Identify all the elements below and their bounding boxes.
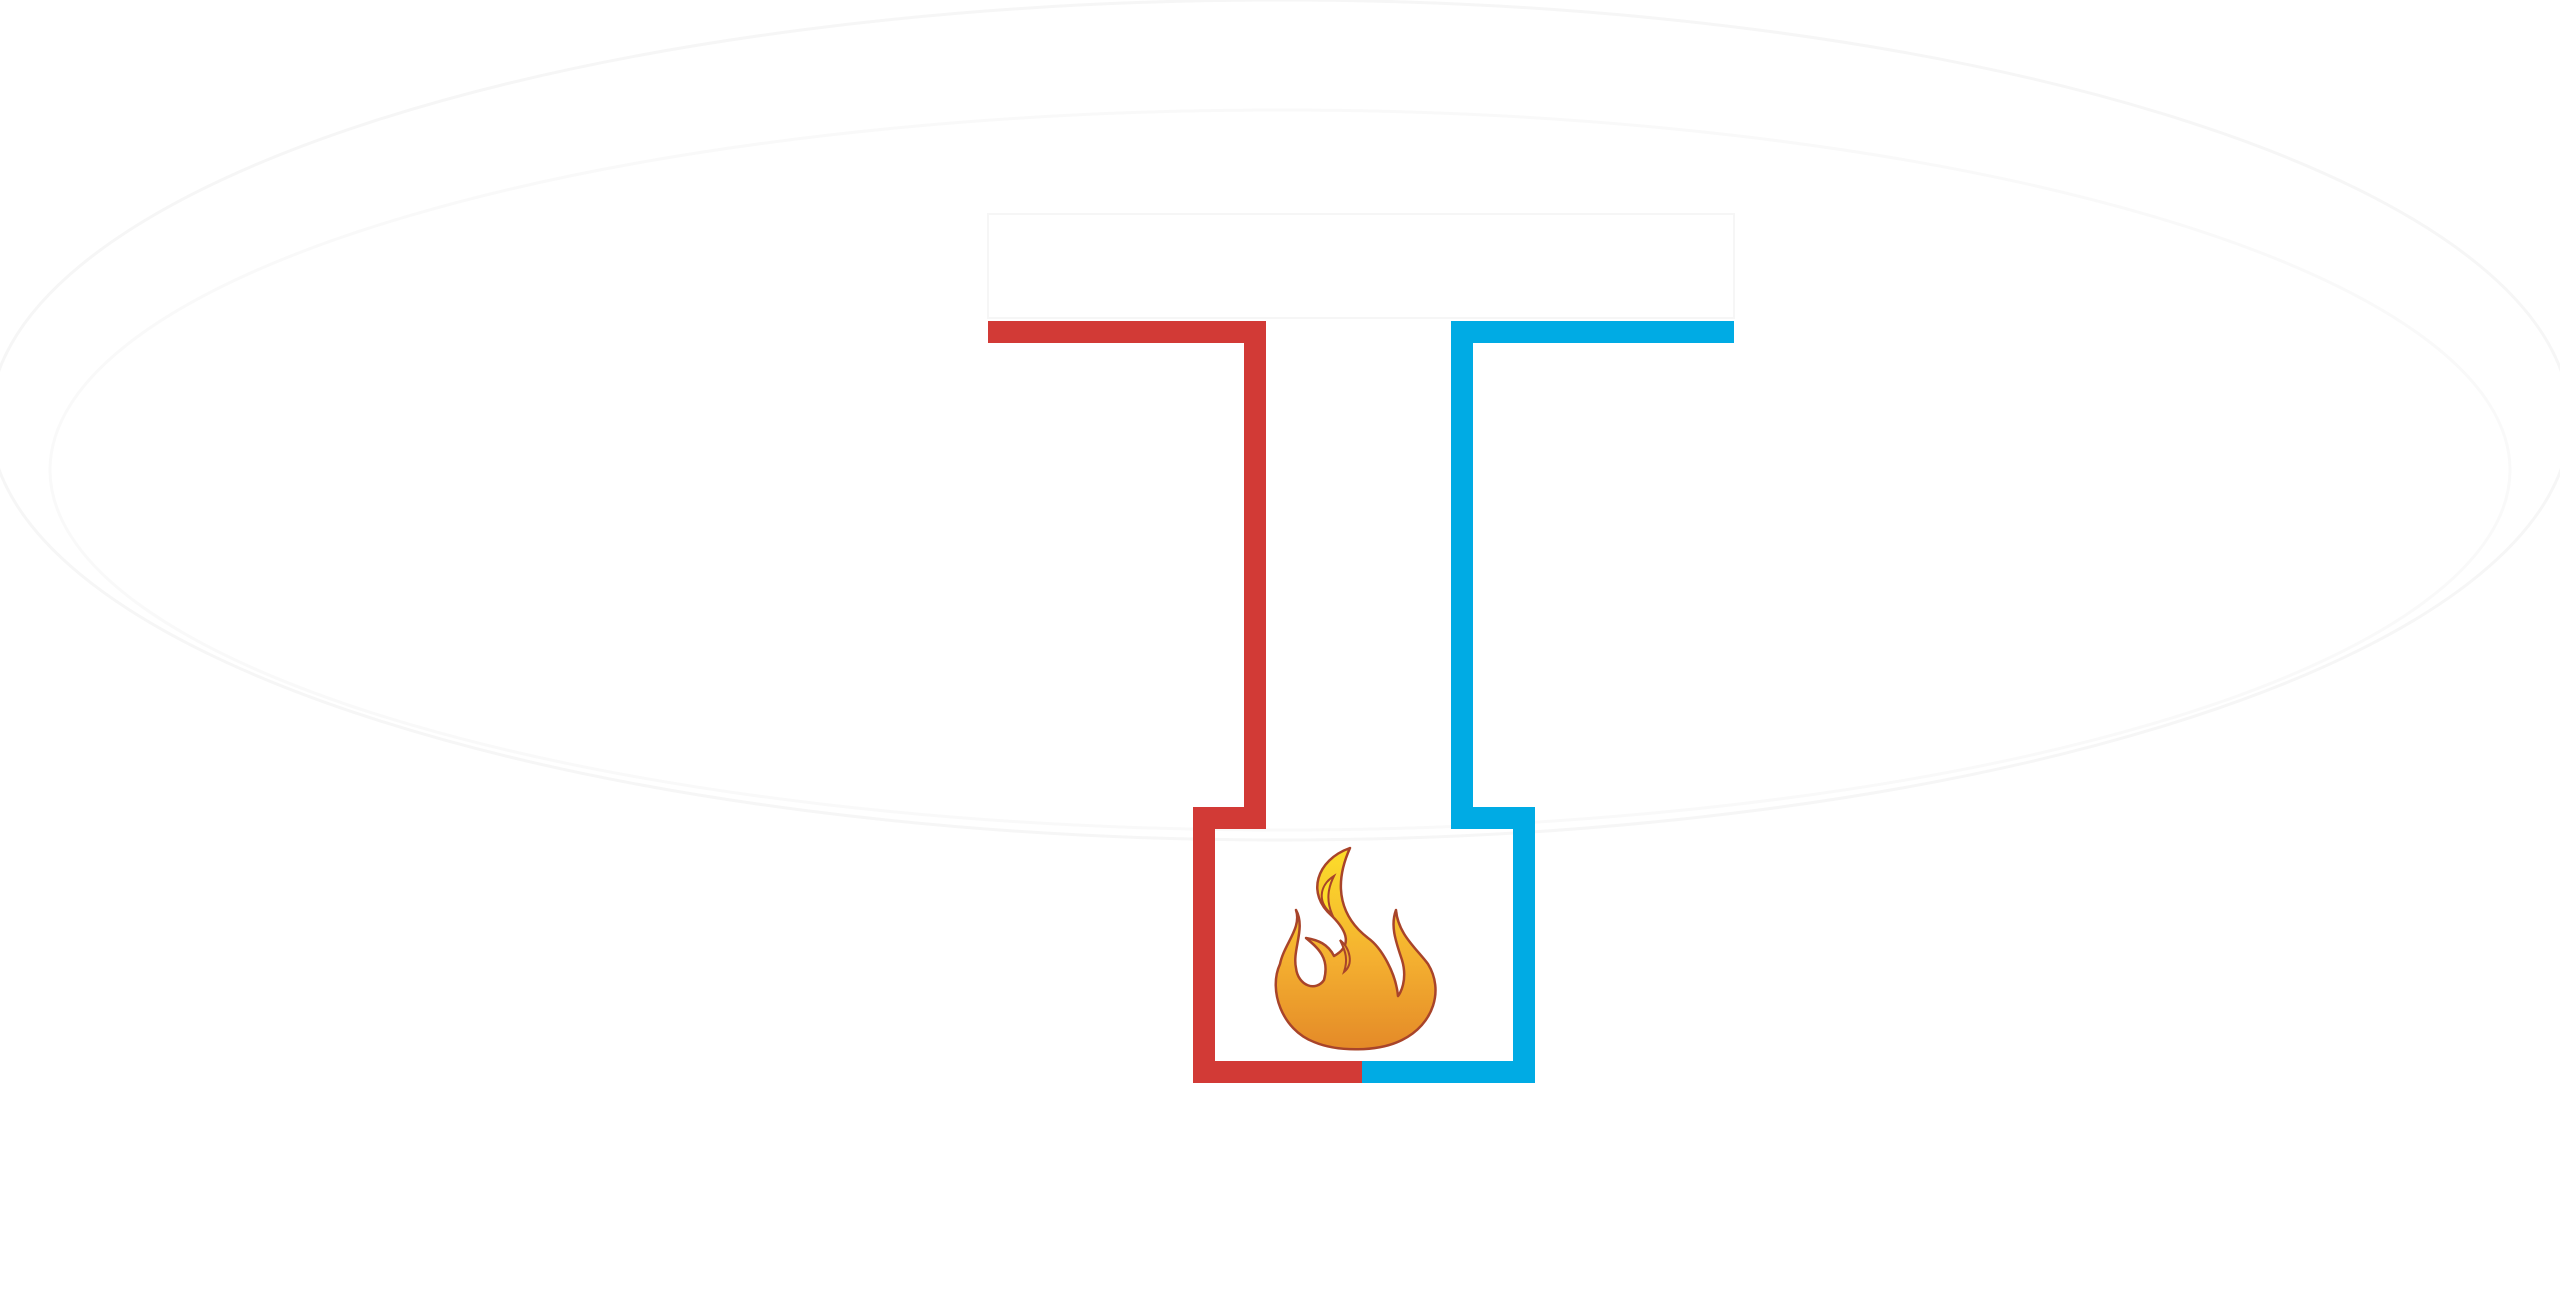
flame-icon — [1274, 846, 1437, 1051]
cold-pipe — [1362, 321, 1734, 1083]
background-bar — [987, 213, 1735, 319]
hot-pipe — [988, 321, 1362, 1083]
background-ellipse-inner — [48, 108, 2512, 832]
background-ellipse-outer — [0, 0, 2560, 840]
